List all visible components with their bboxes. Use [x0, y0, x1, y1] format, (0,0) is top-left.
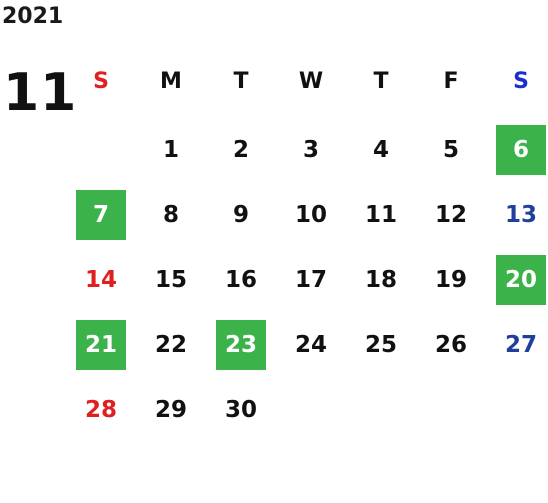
day-cell: 25	[364, 332, 397, 358]
day-cell: 20	[496, 255, 546, 305]
day-cell: 11	[364, 202, 397, 228]
day-cell: 5	[442, 137, 459, 163]
day-cell: 23	[216, 320, 266, 370]
day-cell: 30	[224, 397, 257, 423]
day-cell: 13	[504, 202, 537, 228]
weekday-header: S	[513, 68, 529, 94]
day-cell: 6	[496, 125, 546, 175]
day-cell: 17	[294, 267, 327, 293]
day-cell: 18	[364, 267, 397, 293]
day-cell: 15	[154, 267, 187, 293]
day-cell: 19	[434, 267, 467, 293]
weekday-header: S	[93, 68, 109, 94]
day-cell: 12	[434, 202, 467, 228]
weekday-header: T	[233, 68, 249, 94]
day-cell: 4	[372, 137, 389, 163]
weekday-header: M	[160, 68, 182, 94]
day-cell: 9	[232, 202, 249, 228]
month-number: 11	[3, 63, 78, 123]
day-cell: 7	[76, 190, 126, 240]
weekday-header: F	[443, 68, 459, 94]
day-cell: 24	[294, 332, 327, 358]
day-cell: 14	[84, 267, 117, 293]
day-cell: 27	[504, 332, 537, 358]
day-cell: 22	[154, 332, 187, 358]
day-cell: 2	[232, 137, 249, 163]
day-cell: 3	[302, 137, 319, 163]
day-cell: 28	[84, 397, 117, 423]
day-cell: 26	[434, 332, 467, 358]
day-cell: 21	[76, 320, 126, 370]
weekday-header: T	[373, 68, 389, 94]
day-cell: 10	[294, 202, 327, 228]
year-label: 2021	[2, 4, 64, 29]
day-cell: 29	[154, 397, 187, 423]
day-cell: 8	[162, 202, 179, 228]
day-cell: 1	[162, 137, 179, 163]
weekday-header: W	[298, 68, 324, 94]
day-cell: 16	[224, 267, 257, 293]
